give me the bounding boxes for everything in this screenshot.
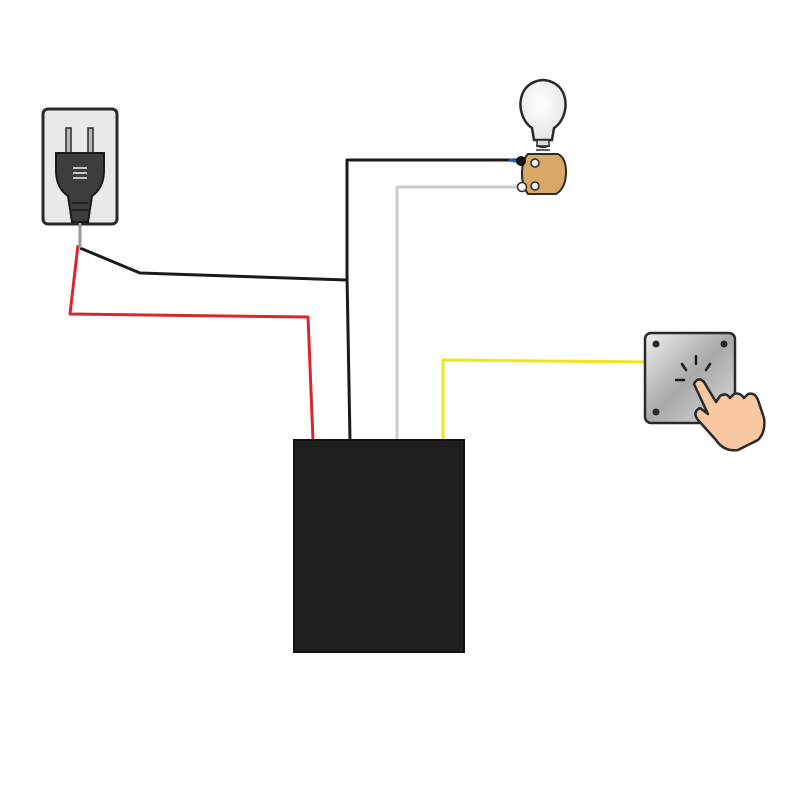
wall-outlet-plug-icon bbox=[41, 107, 119, 248]
socket-terminal-bottom bbox=[530, 181, 540, 191]
light-bulb-icon bbox=[508, 78, 568, 195]
push-button-icon bbox=[643, 331, 766, 452]
wire-lamp-black-down bbox=[345, 274, 352, 441]
wire-button-yellow bbox=[441, 358, 647, 440]
bulb-glass bbox=[519, 78, 567, 142]
hand-icon bbox=[692, 378, 766, 452]
wires bbox=[68, 158, 647, 441]
plug-body bbox=[55, 152, 105, 223]
bulb-socket bbox=[520, 153, 568, 195]
socket-terminal-top bbox=[530, 158, 540, 168]
wire-outlet-red bbox=[68, 244, 315, 441]
press-spark-icon bbox=[674, 354, 712, 382]
plug-prong-left bbox=[65, 127, 72, 157]
relay-module-box bbox=[293, 439, 465, 653]
plug-prong-right bbox=[87, 127, 94, 157]
wire-outlet-black bbox=[79, 158, 520, 282]
wire-lamp-white bbox=[395, 185, 522, 440]
